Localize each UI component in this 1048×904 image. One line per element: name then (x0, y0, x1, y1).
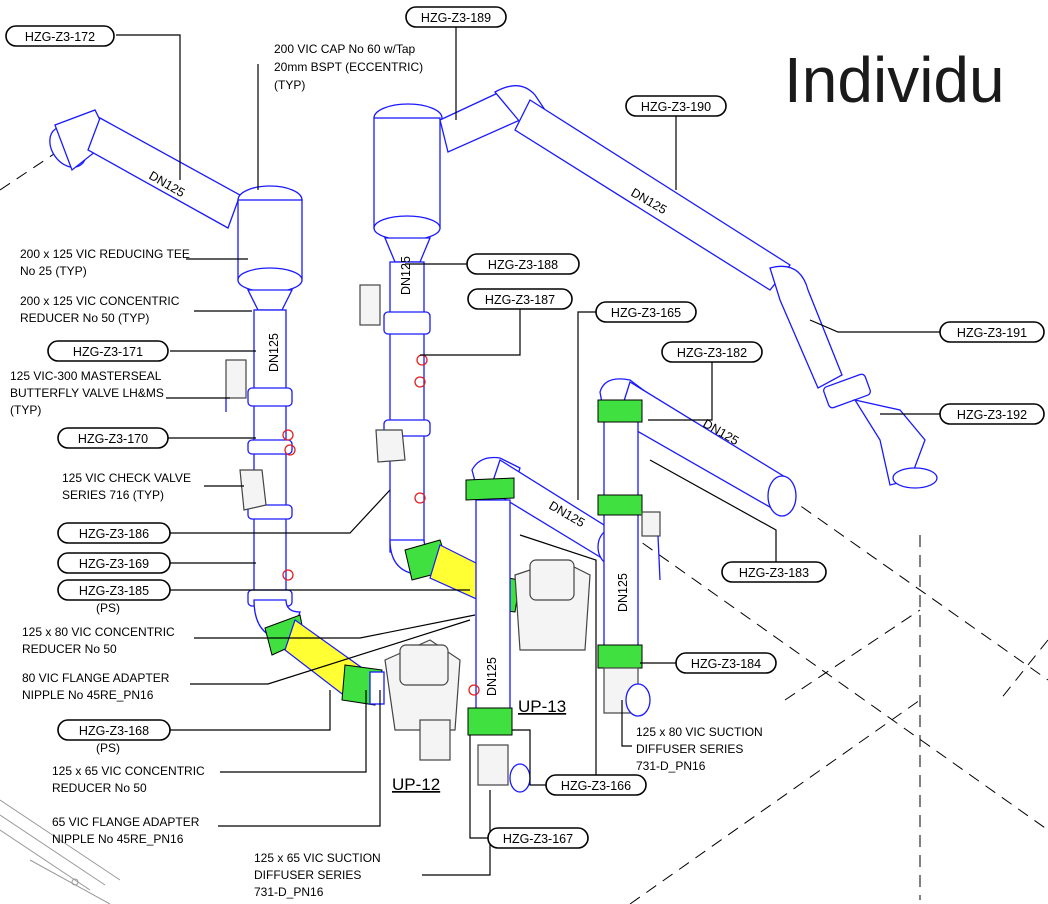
svg-text:HZG-Z3-183: HZG-Z3-183 (739, 566, 809, 580)
svg-text:HZG-Z3-187: HZG-Z3-187 (485, 293, 555, 307)
svg-text:NIPPLE No 45RE_PN16: NIPPLE No 45RE_PN16 (22, 688, 154, 702)
svg-text:HZG-Z3-190: HZG-Z3-190 (641, 100, 711, 114)
svg-text:REDUCER No 50 (TYP): REDUCER No 50 (TYP) (20, 311, 149, 325)
tag-balloons: HZG-Z3-172 HZG-Z3-189 HZG-Z3-190 HZG-Z3-… (5, 6, 1045, 849)
svg-text:HZG-Z3-171: HZG-Z3-171 (73, 345, 143, 359)
note-check-valve: 125 VIC CHECK VALVE SERIES 716 (TYP) (62, 471, 191, 502)
tag-hzg-z3-182[interactable]: HZG-Z3-182 (661, 341, 763, 363)
left-riser-pipe (49, 109, 303, 641)
pump-up-13 (514, 559, 591, 651)
svg-text:125 x 80 VIC CONCENTRIC: 125 x 80 VIC CONCENTRIC (22, 625, 175, 639)
note-flange-65: 65 VIC FLANGE ADAPTER NIPPLE No 45RE_PN1… (52, 815, 200, 846)
note-suction-80: 125 x 80 VIC SUCTION DIFFUSER SERIES 731… (636, 725, 763, 773)
svg-text:HZG-Z3-172: HZG-Z3-172 (25, 30, 95, 44)
note-reducing-tee: 200 x 125 VIC REDUCING TEE No 25 (TYP) (20, 247, 190, 278)
tag-hzg-z3-170[interactable]: HZG-Z3-170 (57, 427, 169, 449)
svg-text:NIPPLE No 45RE_PN16: NIPPLE No 45RE_PN16 (52, 832, 184, 846)
svg-text:200 VIC CAP No 60 w/Tap: 200 VIC CAP No 60 w/Tap (274, 42, 416, 56)
svg-text:REDUCER No 50: REDUCER No 50 (52, 781, 147, 795)
note-reducer-125x65: 125 x 65 VIC CONCENTRIC REDUCER No 50 (52, 764, 205, 795)
svg-text:200 x 125 VIC CONCENTRIC: 200 x 125 VIC CONCENTRIC (20, 294, 180, 308)
svg-text:HZG-Z3-184: HZG-Z3-184 (691, 657, 761, 671)
svg-text:DIFFUSER SERIES: DIFFUSER SERIES (254, 868, 361, 882)
leader-lines (116, 17, 940, 876)
svg-text:125 x 80 VIC SUCTION: 125 x 80 VIC SUCTION (636, 725, 763, 739)
svg-text:HZG-Z3-189: HZG-Z3-189 (421, 11, 491, 25)
svg-text:80 VIC FLANGE ADAPTER: 80 VIC FLANGE ADAPTER (22, 671, 170, 685)
svg-text:731-D_PN16: 731-D_PN16 (636, 759, 706, 773)
svg-text:125 VIC-300 MASTERSEAL: 125 VIC-300 MASTERSEAL (10, 369, 162, 383)
tag-hzg-z3-188[interactable]: HZG-Z3-188 (466, 253, 580, 275)
pump-up-12 (384, 639, 461, 761)
tag-hzg-z3-187[interactable]: HZG-Z3-187 (467, 288, 573, 310)
tag-hzg-z3-184[interactable]: HZG-Z3-184 (675, 652, 777, 674)
riser-165-182 (597, 378, 797, 717)
tag-hzg-z3-189[interactable]: HZG-Z3-189 (405, 6, 507, 28)
reducer-125x65-yellow (264, 614, 385, 706)
svg-text:HZG-Z3-185: HZG-Z3-185 (79, 584, 149, 598)
note-butterfly-valve: 125 VIC-300 MASTERSEAL BUTTERFLY VALVE L… (10, 369, 164, 417)
tag-hzg-z3-190[interactable]: HZG-Z3-190 (625, 95, 727, 117)
dashed-room-outline (0, 149, 1048, 904)
svg-text:125 VIC CHECK VALVE: 125 VIC CHECK VALVE (62, 471, 191, 485)
note-concentric-reducer-200: 200 x 125 VIC CONCENTRIC REDUCER No 50 (… (20, 294, 180, 325)
svg-text:HZG-Z3-169: HZG-Z3-169 (79, 557, 149, 571)
tag-hzg-z3-192[interactable]: HZG-Z3-192 (939, 403, 1045, 425)
svg-text:(TYP): (TYP) (274, 78, 305, 92)
tag-hzg-z3-166[interactable]: HZG-Z3-166 (545, 774, 647, 796)
svg-text:HZG-Z3-182: HZG-Z3-182 (677, 346, 747, 360)
svg-text:HZG-Z3-188: HZG-Z3-188 (488, 258, 558, 272)
tag-hzg-z3-171[interactable]: HZG-Z3-171 (47, 340, 169, 362)
pipe-label-dn125: DN125 (267, 333, 281, 372)
note-cap: 200 VIC CAP No 60 w/Tap 20mm BSPT (ECCEN… (274, 42, 423, 92)
svg-text:20mm BSPT (ECCENTRIC): 20mm BSPT (ECCENTRIC) (274, 60, 423, 74)
svg-text:125 x 65 VIC SUCTION: 125 x 65 VIC SUCTION (254, 851, 381, 865)
skid-outline (0, 799, 121, 904)
tag-hzg-z3-191[interactable]: HZG-Z3-191 (939, 321, 1045, 343)
riser-166-167 (465, 456, 627, 793)
tag-hzg-z3-186[interactable]: HZG-Z3-186 (57, 522, 171, 544)
pump-label-up-13: UP-13 (518, 697, 566, 716)
svg-text:HZG-Z3-191: HZG-Z3-191 (957, 326, 1027, 340)
tag-hzg-z3-167[interactable]: HZG-Z3-167 (487, 827, 589, 849)
pump-label-up-12: UP-12 (392, 775, 440, 794)
svg-text:REDUCER No 50: REDUCER No 50 (22, 642, 117, 656)
svg-text:200 x 125 VIC REDUCING TEE: 200 x 125 VIC REDUCING TEE (20, 247, 190, 261)
tag-hzg-z3-185[interactable]: HZG-Z3-185 (57, 579, 171, 601)
svg-text:HZG-Z3-165: HZG-Z3-165 (611, 306, 681, 320)
svg-text:HZG-Z3-192: HZG-Z3-192 (957, 408, 1027, 422)
svg-text:HZG-Z3-186: HZG-Z3-186 (79, 527, 149, 541)
svg-text:SERIES 716 (TYP): SERIES 716 (TYP) (62, 488, 164, 502)
page-title: Individu (784, 44, 1005, 116)
middle-riser-pipe (359, 103, 443, 576)
pipe-label-dn125: DN125 (399, 256, 413, 295)
svg-text:HZG-Z3-170: HZG-Z3-170 (78, 432, 148, 446)
tag-hzg-z3-183[interactable]: HZG-Z3-183 (721, 561, 827, 583)
tag-hzg-z3-172[interactable]: HZG-Z3-172 (5, 25, 115, 47)
tag-hzg-z3-169[interactable]: HZG-Z3-169 (57, 552, 171, 574)
svg-text:125 x 65 VIC CONCENTRIC: 125 x 65 VIC CONCENTRIC (52, 764, 205, 778)
pipe-label-dn125: DN125 (616, 573, 630, 612)
pipe-label-dn125: DN125 (485, 657, 499, 696)
note-ps-185: (PS) (96, 601, 120, 615)
tag-hzg-z3-168[interactable]: HZG-Z3-168 (57, 719, 171, 741)
svg-text:No 25 (TYP): No 25 (TYP) (20, 264, 87, 278)
svg-text:731-D_PN16: 731-D_PN16 (254, 885, 324, 899)
notes: 200 VIC CAP No 60 w/Tap 20mm BSPT (ECCEN… (10, 42, 763, 899)
note-suction-65: 125 x 65 VIC SUCTION DIFFUSER SERIES 731… (254, 851, 381, 899)
svg-text:BUTTERFLY VALVE LH&MS: BUTTERFLY VALVE LH&MS (10, 386, 164, 400)
svg-text:HZG-Z3-166: HZG-Z3-166 (561, 779, 631, 793)
svg-text:(TYP): (TYP) (10, 403, 41, 417)
note-flange-80: 80 VIC FLANGE ADAPTER NIPPLE No 45RE_PN1… (22, 671, 170, 702)
note-ps-168: (PS) (96, 741, 120, 755)
svg-text:DIFFUSER SERIES: DIFFUSER SERIES (636, 742, 743, 756)
svg-text:65 VIC FLANGE ADAPTER: 65 VIC FLANGE ADAPTER (52, 815, 200, 829)
tag-hzg-z3-165[interactable]: HZG-Z3-165 (595, 301, 697, 323)
note-reducer-125x80: 125 x 80 VIC CONCENTRIC REDUCER No 50 (22, 625, 175, 656)
svg-text:HZG-Z3-168: HZG-Z3-168 (79, 724, 149, 738)
svg-text:HZG-Z3-167: HZG-Z3-167 (503, 832, 573, 846)
header-pipe-right (439, 85, 938, 489)
